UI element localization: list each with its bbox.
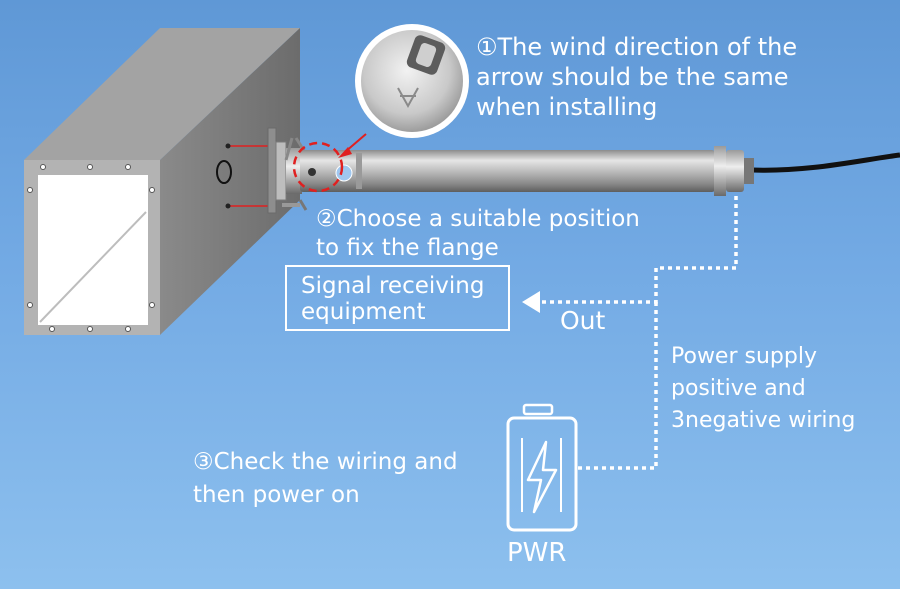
step-1-instruction: ①The wind direction of the arrow should … — [476, 33, 798, 121]
duct-top — [24, 28, 300, 160]
signal-receiving-equipment-box: Signal receiving equipment — [285, 265, 510, 331]
air-duct — [24, 28, 300, 335]
wiring-lines — [540, 196, 738, 470]
step-3-instruction: ③Check the wiring and then power on — [193, 449, 458, 509]
red-pointer-arrow-icon — [338, 133, 367, 158]
battery-lightning-icon — [506, 403, 578, 532]
output-wire — [540, 196, 738, 304]
probe-sensing-hole — [308, 168, 316, 176]
zoom-detail — [355, 24, 469, 138]
duct-opening — [38, 175, 148, 325]
highlight-ring — [292, 141, 344, 193]
power-wiring-label: Power supply positive and 3negative wiri… — [671, 344, 856, 433]
wind-direction-arrow-icon — [397, 87, 419, 109]
sensor-cable — [751, 152, 900, 173]
mount-hole — [216, 160, 232, 184]
sensor-probe — [300, 146, 754, 196]
pwr-label: PWR — [507, 538, 567, 568]
duct-rivets — [27, 164, 155, 332]
step-2-instruction: ②Choose a suitable position to fix the f… — [316, 206, 640, 261]
power-wire — [578, 302, 658, 470]
output-arrowhead — [522, 291, 540, 313]
out-label: Out — [560, 306, 606, 335]
duct-side — [160, 28, 300, 335]
signal-equipment-label: Signal receiving equipment — [301, 273, 485, 326]
mount-screw-marks — [225, 143, 268, 209]
